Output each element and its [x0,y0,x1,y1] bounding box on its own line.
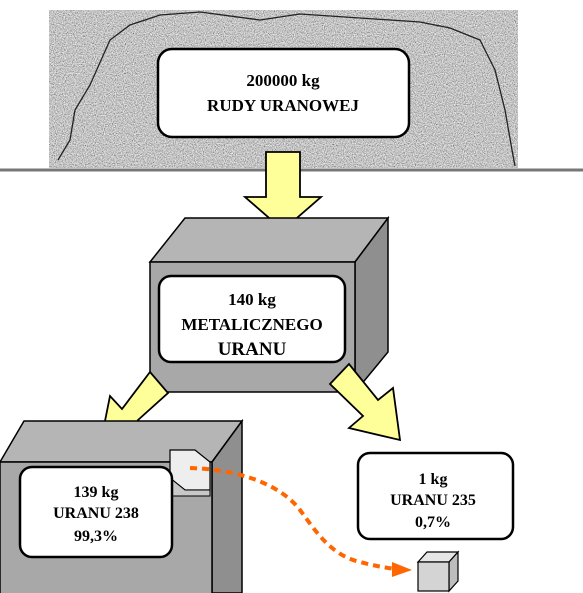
u235-label-box: 1 kg URANU 235 0,7% [356,451,515,541]
small-cube [416,550,460,593]
ore-label-box: 200000 kg RUDY URANOWEJ [156,47,411,139]
u235-mass: 1 kg [419,471,448,488]
ore-mass: 200000 kg [246,71,320,90]
extraction-path [189,466,396,571]
metal-mass: 140 kg [228,290,276,309]
u238-label-box: 139 kg URANU 238 99,3% [18,465,174,559]
down-arrow-icon [242,151,324,232]
right-arrow-icon [328,362,402,442]
ore-name: RUDY URANOWEJ [207,96,359,115]
metal-name: METALICZNEGO [181,315,322,334]
u235-percent: 0,7% [415,514,451,531]
metal-name-2: URANU [218,339,287,360]
extraction-arrowhead-icon [392,562,412,577]
u235-name: URANU 235 [390,492,476,509]
u238-mass: 139 kg [74,484,119,501]
metal-label-box: 140 kg METALICZNEGO URANU [157,274,347,364]
u238-name: URANU 238 [53,505,139,522]
u238-percent: 99,3% [74,528,118,545]
